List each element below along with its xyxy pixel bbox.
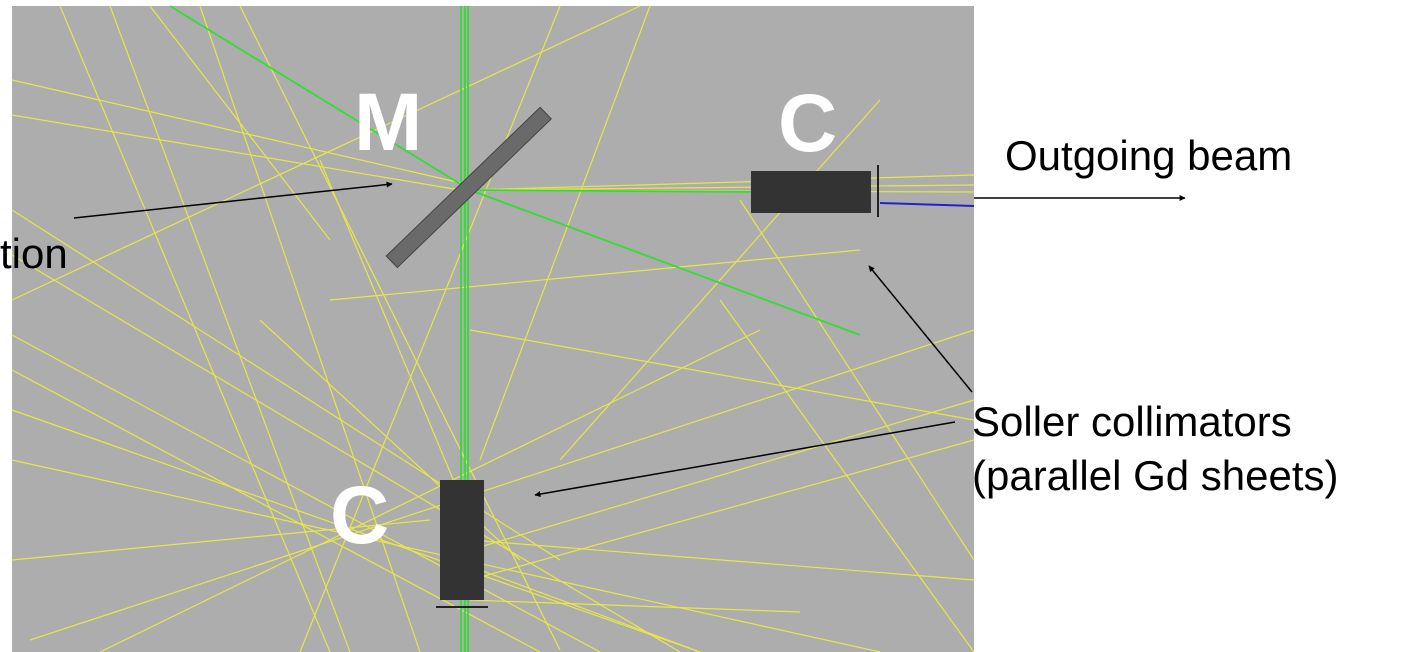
scattered-ray xyxy=(469,399,975,551)
scattered-ray xyxy=(469,539,975,581)
mirror-label: M xyxy=(354,77,423,168)
beam-ray xyxy=(169,5,471,191)
soller-arrow-bottom xyxy=(534,421,956,498)
scattered-ray xyxy=(99,329,761,652)
scattered-ray xyxy=(719,299,975,652)
scattered-ray xyxy=(479,5,651,461)
scattered-ray xyxy=(199,5,421,652)
scattered-ray xyxy=(329,249,861,301)
scattered-ray xyxy=(149,5,331,241)
outgoing-beam-label: Outgoing beam xyxy=(1005,132,1293,179)
mirror-pointer-arrow xyxy=(73,181,393,219)
scattered-ray xyxy=(11,254,681,652)
scattered-ray xyxy=(11,5,641,301)
scattered-ray xyxy=(469,599,801,613)
scattered-ray xyxy=(469,184,975,191)
collimator-bottom-label: C xyxy=(330,470,390,561)
beam-ray xyxy=(469,189,761,193)
transmitted-ray xyxy=(879,202,975,207)
scattered-ray xyxy=(469,329,975,421)
scattered-ray xyxy=(11,409,701,652)
monochromator-mirror xyxy=(385,106,552,269)
scattered-ray xyxy=(11,79,471,186)
collimator-top xyxy=(751,171,871,213)
beam-ray xyxy=(469,189,861,336)
scattered-ray xyxy=(11,334,601,652)
partial-label: tion xyxy=(0,230,68,277)
scattered-ray xyxy=(11,114,461,191)
scattered-ray xyxy=(109,5,351,652)
scattered-ray xyxy=(559,99,881,461)
scattered-ray xyxy=(469,174,975,191)
soller-label-line2: (parallel Gd sheets) xyxy=(972,452,1339,499)
scattered-ray xyxy=(59,5,331,652)
scattered-ray xyxy=(239,5,561,651)
collimator-top-label: C xyxy=(778,78,838,169)
soller-label-line1: Soller collimators xyxy=(972,398,1292,445)
scattered-ray xyxy=(469,439,975,581)
scattered-ray xyxy=(319,159,471,521)
scattered-ray xyxy=(299,5,561,652)
scattered-ray xyxy=(11,519,431,561)
scattered-ray xyxy=(739,199,975,561)
scattered-ray xyxy=(11,369,541,652)
scattered-ray xyxy=(29,329,975,641)
collimator-bottom xyxy=(440,480,484,600)
soller-arrow-top xyxy=(868,265,973,393)
